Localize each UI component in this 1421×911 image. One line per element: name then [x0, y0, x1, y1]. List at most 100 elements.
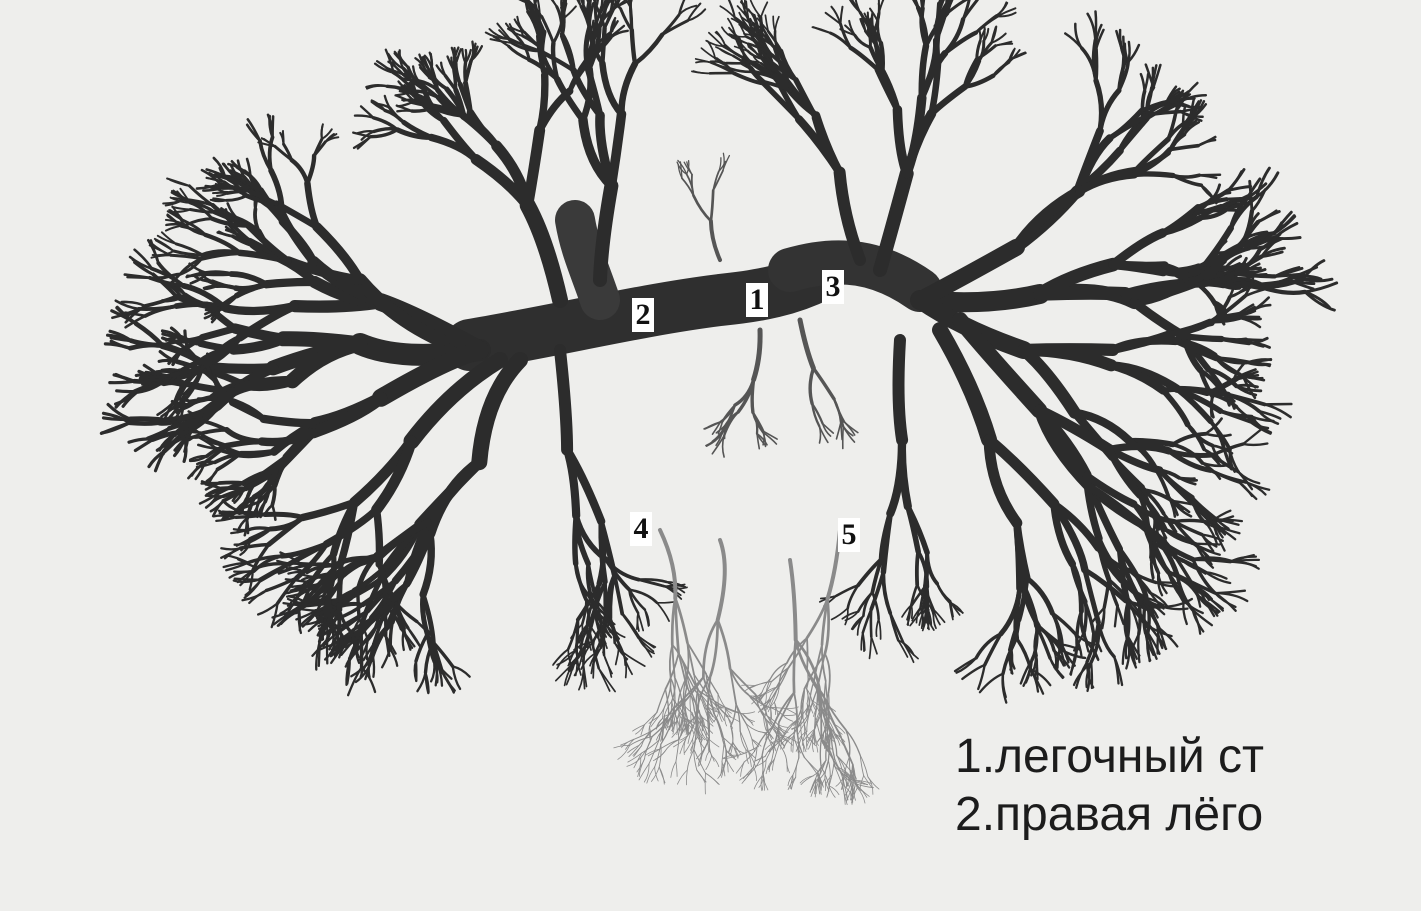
marker-4: 4: [630, 512, 652, 546]
vessel-branch: [1184, 336, 1222, 339]
vessel-branch: [706, 756, 712, 770]
vessel-branch: [428, 462, 479, 522]
vessel-branch: [367, 86, 387, 89]
vessel-branch: [657, 603, 669, 621]
vessel-branch: [377, 510, 380, 565]
vessel-branch: [861, 633, 863, 650]
vessel-branch: [763, 431, 764, 445]
vessel-branch: [1065, 34, 1082, 49]
vessel-branch: [265, 514, 303, 517]
vessel-branch: [765, 693, 766, 703]
vessel-branch: [1198, 140, 1215, 146]
vessel-branch: [1114, 657, 1118, 684]
vessel-branch: [1175, 520, 1210, 522]
vessel-branch: [783, 715, 793, 721]
vessel-branch: [665, 653, 678, 689]
vessel-branch: [790, 560, 796, 640]
vessel-branch: [955, 658, 976, 671]
vessel-branch: [743, 767, 753, 778]
vessel-branch: [540, 75, 545, 130]
vessel-branch: [718, 620, 730, 669]
vessel-branch: [870, 637, 872, 659]
vessel-branch: [742, 712, 755, 714]
vessel-branch: [806, 736, 807, 749]
vessel-branch: [711, 221, 720, 260]
vessel-branch: [599, 668, 615, 691]
vessel-branch: [812, 737, 813, 752]
vessel-branch: [659, 767, 665, 783]
vessel-branch: [255, 209, 259, 231]
vessel-branch: [602, 28, 604, 64]
vessel-branch: [236, 515, 265, 518]
vessel-branch: [937, 583, 950, 602]
vessel-branch: [1117, 606, 1123, 623]
vessel-branch: [1113, 233, 1163, 265]
vessel-branch: [227, 441, 262, 445]
vessel-branch: [676, 762, 677, 777]
vessel-branch: [632, 30, 635, 64]
marker-3: 3: [822, 270, 844, 304]
vessel-branch: [736, 762, 744, 773]
vessel-branch: [1173, 175, 1199, 177]
vessel-branch: [690, 695, 691, 713]
vessel-branch: [175, 210, 191, 212]
vessel-branch: [694, 196, 711, 221]
vessel-branch: [622, 614, 638, 638]
vessel-branch: [417, 673, 425, 692]
vessel-branch: [283, 133, 284, 145]
vessel-branch: [925, 553, 927, 587]
vessel-branch: [227, 196, 247, 201]
vessel-branch: [813, 368, 834, 399]
vessel-branch: [431, 662, 434, 682]
vessel-branch: [214, 186, 229, 187]
vessel-branch: [338, 562, 341, 604]
vessel-branch: [231, 274, 266, 284]
vessel-branch: [600, 186, 611, 280]
vessel-branch: [202, 329, 235, 338]
vessel-branch: [528, 130, 540, 205]
vessel-branch: [226, 306, 295, 311]
vessel-branch: [1017, 638, 1031, 669]
vessel-branch: [360, 280, 440, 340]
vessel-branch: [1193, 559, 1230, 561]
vessel-branch: [1138, 634, 1139, 662]
vessel-branch: [754, 330, 760, 380]
vessel-branch: [234, 571, 254, 572]
vessel-branch: [786, 708, 798, 714]
vessel-branch: [883, 513, 890, 572]
vessel-branch: [662, 15, 679, 35]
vessel-branch: [250, 529, 271, 542]
vessel-branch: [714, 714, 722, 737]
vessel-branch: [694, 749, 706, 773]
vessel-branch: [1235, 274, 1275, 277]
vessel-branch: [1017, 192, 1080, 248]
vessel-branch: [843, 427, 844, 449]
vessel-branch: [1040, 293, 1125, 294]
vessel-branch: [1305, 292, 1329, 308]
vessel-branch: [655, 752, 664, 760]
legend: 1.легочный ст 2.правая лёго: [955, 728, 1421, 844]
vessel-branch: [1243, 430, 1261, 444]
vessel-branch: [218, 233, 233, 237]
vessel-branch: [1230, 562, 1256, 567]
vessel-branch: [1128, 602, 1129, 636]
vessel-branch: [813, 27, 831, 33]
vessel-branch: [834, 399, 843, 427]
vessel-branch: [1303, 279, 1332, 281]
vessel-branch: [540, 22, 542, 49]
vessel-branch: [385, 604, 386, 636]
vessel-branch: [871, 637, 877, 654]
vessel-branch: [576, 564, 587, 600]
vessel-branch: [614, 0, 615, 5]
vessel-branch: [755, 682, 772, 686]
vessel-branch: [266, 282, 314, 284]
vessel-branch: [980, 674, 1003, 693]
vessel-branch: [871, 13, 872, 27]
vessel-branch: [546, 0, 557, 7]
vessel-branch: [855, 35, 871, 47]
vessel-branch: [235, 579, 260, 580]
vessel-branch: [534, 0, 535, 5]
vessel-branch: [837, 422, 841, 439]
vessel-branch: [899, 340, 903, 440]
